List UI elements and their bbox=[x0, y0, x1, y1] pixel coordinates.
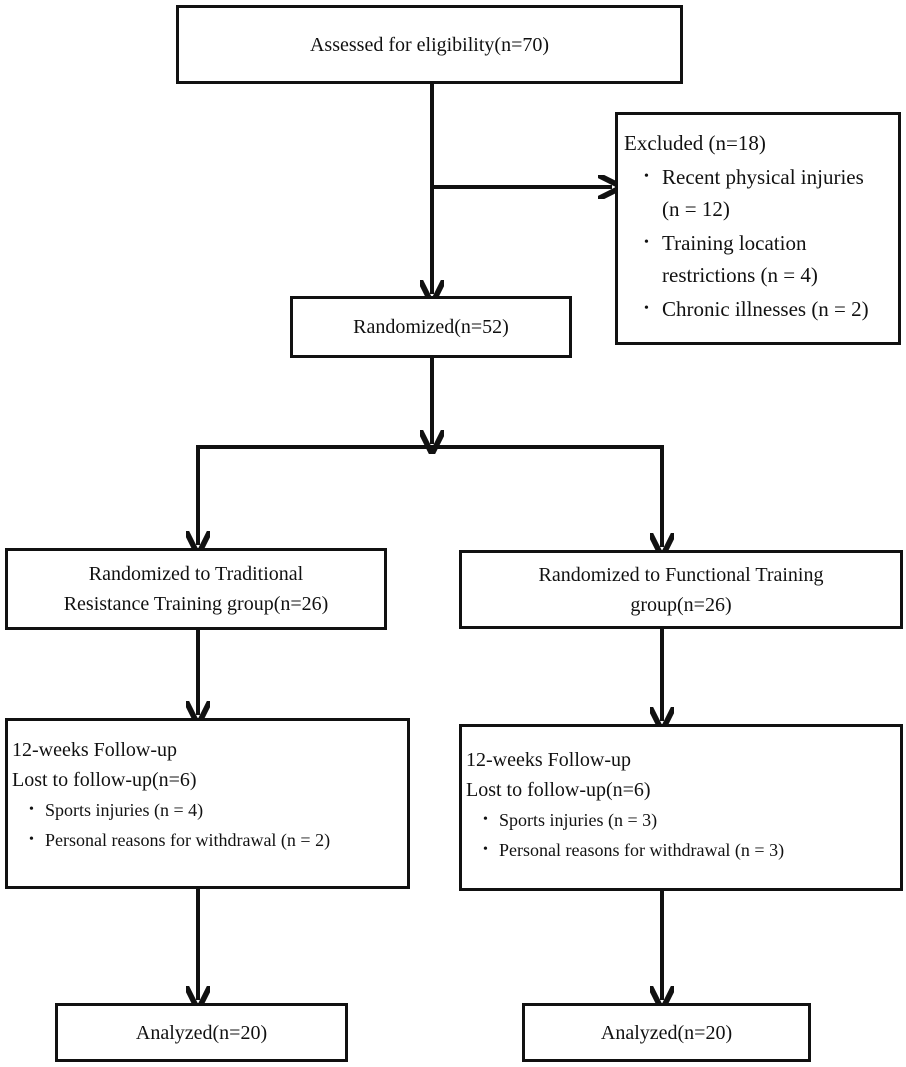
excluded-reason-line: Recent physical injuries bbox=[662, 165, 864, 189]
excluded-reason-line: Chronic illnesses (n = 2) bbox=[662, 297, 869, 321]
followup-functional-box: 12-weeks Follow-up Lost to follow-up(n=6… bbox=[459, 724, 903, 891]
lost-to-followup-title: Lost to follow-up(n=6) bbox=[12, 769, 197, 791]
lost-reasons-list: • Sports injuries (n = 3) • Personal rea… bbox=[466, 805, 900, 865]
bullet-marker: • bbox=[483, 842, 488, 857]
randomized-box: Randomized(n=52) bbox=[290, 296, 572, 358]
excluded-reason-line: (n = 12) bbox=[662, 197, 730, 221]
randomized-text: Randomized(n=52) bbox=[353, 316, 509, 338]
lost-reason-item: • Sports injuries (n = 3) bbox=[466, 805, 900, 835]
lost-reason-text: Sports injuries (n = 3) bbox=[499, 810, 658, 830]
bullet-marker: • bbox=[644, 301, 649, 316]
followup-title: 12-weeks Follow-up bbox=[466, 749, 631, 771]
lost-to-followup-title: Lost to follow-up(n=6) bbox=[466, 779, 651, 801]
lost-reasons-list: • Sports injuries (n = 4) • Personal rea… bbox=[12, 795, 407, 855]
bullet-marker: • bbox=[483, 812, 488, 827]
arm-functional-line: group(n=26) bbox=[630, 593, 732, 616]
excluded-reasons-list: • Recent physical injuries (n = 12) • Tr… bbox=[624, 161, 898, 325]
arm-functional-line: Randomized to Functional Training bbox=[538, 563, 824, 586]
lost-reason-text: Sports injuries (n = 4) bbox=[45, 800, 204, 820]
excluded-reason-item: • Recent physical injuries (n = 12) bbox=[624, 161, 898, 225]
bullet-marker: • bbox=[644, 169, 649, 184]
lost-reason-text: Personal reasons for withdrawal (n = 3) bbox=[499, 840, 785, 860]
followup-title: 12-weeks Follow-up bbox=[12, 739, 177, 761]
excluded-reason-item: • Training location restrictions (n = 4) bbox=[624, 227, 898, 291]
arm-traditional-line: Randomized to Traditional bbox=[88, 563, 304, 585]
eligibility-box: Assessed for eligibility(n=70) bbox=[176, 5, 683, 84]
analyzed-text: Analyzed(n=20) bbox=[600, 1021, 733, 1044]
bullet-marker: • bbox=[29, 802, 34, 817]
analyzed-functional-box: Analyzed(n=20) bbox=[522, 1003, 811, 1062]
excluded-reason-line: restrictions (n = 4) bbox=[662, 263, 818, 287]
lost-reason-text: Personal reasons for withdrawal (n = 2) bbox=[45, 830, 331, 850]
arm-functional-box: Randomized to Functional Training group(… bbox=[459, 550, 903, 629]
excluded-reason-line: Training location bbox=[662, 231, 807, 255]
analyzed-text: Analyzed(n=20) bbox=[135, 1021, 268, 1044]
excluded-title: Excluded (n=18) bbox=[624, 131, 766, 155]
lost-reason-item: • Personal reasons for withdrawal (n = 2… bbox=[12, 825, 407, 855]
excluded-reason-item: • Chronic illnesses (n = 2) bbox=[624, 293, 898, 325]
arm-traditional-line: Resistance Training group(n=26) bbox=[63, 593, 329, 615]
analyzed-traditional-box: Analyzed(n=20) bbox=[55, 1003, 348, 1062]
lost-reason-item: • Personal reasons for withdrawal (n = 3… bbox=[466, 835, 900, 865]
arm-traditional-box: Randomized to Traditional Resistance Tra… bbox=[5, 548, 387, 630]
bullet-marker: • bbox=[644, 235, 649, 250]
bullet-marker: • bbox=[29, 832, 34, 847]
eligibility-text: Assessed for eligibility(n=70) bbox=[309, 33, 550, 56]
excluded-box: Excluded (n=18) • Recent physical injuri… bbox=[615, 112, 901, 345]
followup-traditional-box: 12-weeks Follow-up Lost to follow-up(n=6… bbox=[5, 718, 410, 889]
lost-reason-item: • Sports injuries (n = 4) bbox=[12, 795, 407, 825]
